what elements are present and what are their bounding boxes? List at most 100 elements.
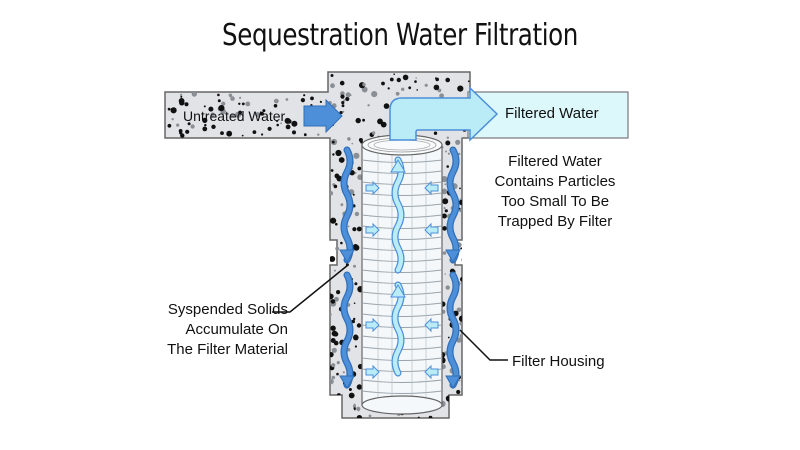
particle-dot xyxy=(356,406,361,411)
particle-dot xyxy=(447,152,450,155)
particle-dot xyxy=(368,414,372,418)
particle-dot xyxy=(342,110,345,113)
solids-label-line: Syspended Solids xyxy=(167,301,288,318)
particle-dot xyxy=(461,257,467,263)
particle-dot xyxy=(348,392,355,399)
particle-dot xyxy=(444,209,448,213)
particle-dot xyxy=(340,203,344,207)
particle-dot xyxy=(456,307,462,313)
housing-leader-line xyxy=(459,329,508,361)
particle-dot xyxy=(393,73,396,75)
solids-leader-line xyxy=(272,264,349,313)
particle-dot xyxy=(167,107,171,111)
particle-dot xyxy=(276,123,280,127)
particle-dot xyxy=(336,174,340,179)
particle-dot xyxy=(437,88,442,93)
particle-dot xyxy=(356,384,363,390)
particle-dot xyxy=(332,153,335,156)
particle-dot xyxy=(445,140,451,146)
particle-dot xyxy=(433,84,440,91)
particle-dot xyxy=(319,100,322,103)
particle-dot xyxy=(261,133,264,136)
particle-dot xyxy=(402,74,409,81)
particle-dot xyxy=(416,89,419,91)
particle-dot xyxy=(230,96,235,101)
particle-dot xyxy=(424,83,428,87)
particle-dot xyxy=(330,299,336,304)
particle-dot xyxy=(285,98,289,101)
particle-dot xyxy=(444,183,447,186)
particle-dot xyxy=(353,403,356,406)
particle-dot xyxy=(330,338,336,343)
particle-dot xyxy=(191,91,197,97)
particle-dot xyxy=(340,91,345,96)
particle-dot xyxy=(460,247,463,250)
particle-dot xyxy=(367,104,370,107)
particle-dot xyxy=(335,222,338,226)
particle-dot xyxy=(329,256,336,262)
particle-dot xyxy=(354,345,357,348)
particle-dot xyxy=(180,133,185,138)
particle-dot xyxy=(442,198,449,205)
particle-dot xyxy=(443,207,446,210)
particle-dot xyxy=(441,188,448,195)
particle-dot xyxy=(361,86,368,93)
particle-dot xyxy=(353,408,356,411)
particle-dot xyxy=(217,99,221,103)
particle-dot xyxy=(218,105,225,112)
filtered-water-label: Filtered Water xyxy=(505,105,599,122)
particle-dot xyxy=(459,321,464,326)
particle-dot xyxy=(467,80,470,83)
particle-dot xyxy=(336,361,340,365)
particle-dot xyxy=(187,122,191,126)
particle-dot xyxy=(343,99,346,102)
suspended-solids-label: Syspended Solids Accumulate On The Filte… xyxy=(128,300,288,360)
particle-dot xyxy=(345,92,351,98)
particle-dot xyxy=(335,149,342,157)
particle-dot xyxy=(284,117,291,124)
filtered-note-line: Filtered Water xyxy=(508,153,602,170)
particle-dot xyxy=(353,317,356,321)
particle-dot xyxy=(441,213,447,219)
particle-dot xyxy=(202,117,208,123)
inflow-arrow xyxy=(424,180,439,196)
particle-dot xyxy=(445,150,447,153)
solids-label-line: Accumulate On xyxy=(185,321,288,338)
inflow-arrow xyxy=(365,222,380,238)
particle-dot xyxy=(353,302,356,305)
particle-dot xyxy=(203,105,206,108)
particle-dot xyxy=(383,103,390,109)
particle-dot xyxy=(342,371,345,374)
particle-dot xyxy=(457,85,464,92)
particle-dot xyxy=(459,209,463,213)
particle-dot xyxy=(328,378,334,385)
particle-dot xyxy=(331,330,338,337)
particle-dot xyxy=(456,389,461,395)
particle-dot xyxy=(331,140,335,144)
particle-dot xyxy=(354,171,357,174)
particle-dot xyxy=(241,102,245,106)
particle-dot xyxy=(353,264,356,268)
particle-dot xyxy=(444,273,447,275)
particle-dot xyxy=(170,107,177,114)
particle-dot xyxy=(303,94,306,97)
particle-dot xyxy=(341,104,345,108)
particle-dot xyxy=(446,165,450,168)
particle-dot xyxy=(330,83,335,89)
particle-dot xyxy=(180,95,183,98)
particle-dot xyxy=(435,77,440,82)
particle-dot xyxy=(351,319,356,324)
particle-dot xyxy=(285,124,291,130)
inflow-arrow xyxy=(424,222,439,238)
particle-dot xyxy=(179,100,185,106)
particle-dot xyxy=(230,113,235,118)
particle-dot xyxy=(401,87,405,92)
particle-dot xyxy=(395,91,400,96)
particle-dot xyxy=(339,111,343,115)
particle-dot xyxy=(331,347,337,353)
particle-dot xyxy=(362,82,366,87)
particle-dot xyxy=(439,93,444,99)
filtered-note: Filtered Water Contains Particles Too Sm… xyxy=(480,152,630,232)
particle-dot xyxy=(330,325,336,331)
